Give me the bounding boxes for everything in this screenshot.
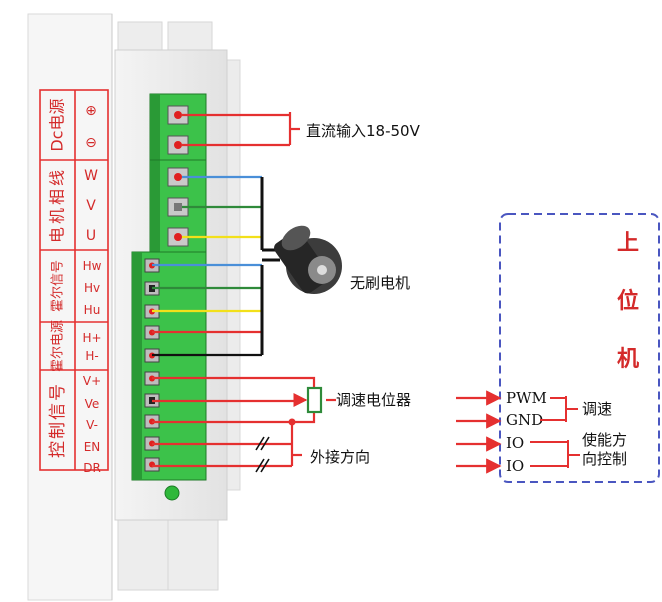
- status-led: [164, 485, 180, 501]
- motor-phase-label: 电机相线: [48, 167, 67, 243]
- direction-label: 外接方向: [310, 448, 370, 466]
- host-pins: PWM GND IO IO: [506, 389, 547, 475]
- screw-terminals-large: [167, 105, 189, 247]
- pin-plus-label: ⊕: [85, 103, 97, 119]
- hall-power-label: 霍尔电源: [51, 320, 66, 372]
- host-speed-label: 调速: [582, 400, 612, 418]
- hall-signal-label: 霍尔信号: [51, 260, 66, 312]
- host-title: 上 位 机: [617, 231, 639, 372]
- host-gnd-label: GND: [506, 411, 543, 429]
- junction-dot: [288, 418, 296, 426]
- pin-dr-label: DR: [83, 461, 101, 475]
- brushless-motor: [274, 225, 342, 294]
- control-wires: [152, 376, 336, 468]
- pin-hm-label: H-: [85, 349, 98, 363]
- dc-input-wires: [182, 112, 300, 147]
- pin-hu-label: Hu: [84, 303, 101, 317]
- potentiometer-label: 调速电位器: [336, 391, 411, 409]
- motor-phase-wires: [182, 175, 262, 239]
- pin-v-label: V: [86, 198, 96, 214]
- control-signal-label: 控制信号: [48, 382, 68, 458]
- group-labels: Dc电源 电机相线 霍尔信号 霍尔电源 控制信号: [48, 98, 69, 458]
- pin-ve-label: Ve: [85, 397, 100, 411]
- host-title-char-3: 机: [617, 347, 639, 372]
- hall-wires: [152, 263, 262, 357]
- motor-label: 无刷电机: [350, 274, 410, 292]
- pin-w-label: W: [84, 168, 98, 184]
- pin-minus-label: ⊖: [85, 135, 97, 151]
- screw-terminal: [167, 135, 189, 155]
- pin-hw-label: Hw: [83, 259, 102, 273]
- pin-labels: ⊕ ⊖ W V U Hw Hv Hu H+ H- V+ Ve V- EN DR: [82, 103, 101, 475]
- signal-terminal-block: [131, 251, 207, 481]
- host-controller-box: [499, 213, 660, 483]
- potentiometer: [293, 386, 323, 414]
- dc-power-label: Dc电源: [48, 98, 67, 151]
- pin-vm-label: V-: [86, 418, 98, 432]
- motor-harness: [260, 177, 280, 355]
- host-brackets: [530, 396, 580, 468]
- break-marks: [255, 436, 270, 473]
- host-enable-dir-label-2: 向控制: [582, 450, 627, 468]
- host-title-char-1: 上: [617, 231, 639, 256]
- host-pwm-label: PWM: [506, 389, 547, 407]
- host-title-char-2: 位: [617, 288, 639, 314]
- pin-hv-label: Hv: [84, 281, 100, 295]
- dc-input-label: 直流输入18-50V: [306, 122, 421, 140]
- label-frame: [39, 89, 109, 471]
- host-arrows: [456, 390, 502, 474]
- host-enable-dir-label-1: 使能方: [582, 431, 627, 449]
- pin-en-label: EN: [84, 440, 101, 454]
- screw-terminal: [167, 227, 189, 247]
- host-io1-label: IO: [506, 434, 524, 452]
- pin-vp-label: V+: [83, 374, 101, 388]
- pin-hp-label: H+: [82, 331, 101, 345]
- host-io2-label: IO: [506, 457, 524, 475]
- pin-u-label: U: [86, 228, 96, 244]
